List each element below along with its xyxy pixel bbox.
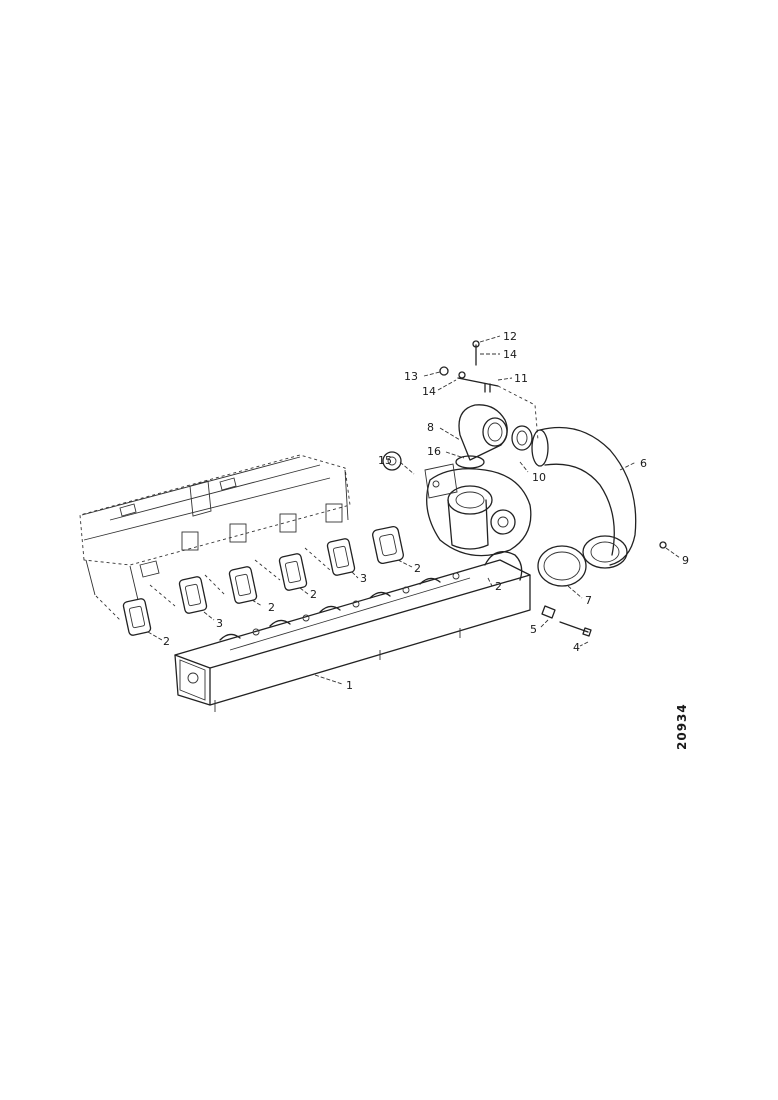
leader-lines — [147, 335, 681, 685]
cylinder-head — [79, 454, 351, 621]
exhaust-manifold — [174, 551, 531, 712]
callout-16: 16 — [427, 445, 441, 458]
callout-10: 10 — [532, 471, 546, 484]
gasket-3 — [228, 566, 258, 604]
gasket-5 — [326, 538, 356, 576]
callout-2: 2 — [414, 562, 421, 575]
callout-5: 5 — [530, 623, 537, 636]
clamp-and-bolts — [382, 451, 667, 637]
callout-3: 3 — [216, 617, 223, 630]
callout-2: 2 — [310, 588, 317, 601]
ring-gasket — [537, 545, 587, 587]
callout-15: 15 — [378, 454, 392, 467]
callout-1: 1 — [346, 679, 353, 692]
callout-12: 12 — [503, 330, 517, 343]
manifold-gaskets — [122, 525, 404, 636]
callout-labels: 1 2 2 2 2 2 3 3 4 5 6 7 8 9 10 11 12 13 … — [163, 330, 689, 692]
callout-4: 4 — [573, 641, 580, 654]
gasket-1 — [122, 598, 152, 636]
callout-6: 6 — [640, 457, 647, 470]
turbo-outlet-elbow — [455, 404, 533, 469]
gasket-6 — [372, 525, 404, 565]
bracket-hardware — [439, 340, 539, 441]
callout-2: 2 — [495, 580, 502, 593]
gasket-2 — [178, 576, 208, 614]
callout-13: 13 — [404, 370, 418, 383]
callout-2: 2 — [163, 635, 170, 648]
callout-2: 2 — [268, 601, 275, 614]
callout-14: 14 — [503, 348, 517, 361]
callout-14: 14 — [422, 385, 436, 398]
callout-7: 7 — [585, 594, 592, 607]
callout-11: 11 — [514, 372, 528, 385]
figure-number: 20934 — [675, 703, 689, 750]
callout-8: 8 — [427, 421, 434, 434]
callout-9: 9 — [682, 554, 689, 567]
callout-3: 3 — [360, 572, 367, 585]
exhaust-pipe — [531, 426, 637, 569]
gasket-4 — [278, 553, 308, 591]
turbocharger — [424, 463, 532, 557]
